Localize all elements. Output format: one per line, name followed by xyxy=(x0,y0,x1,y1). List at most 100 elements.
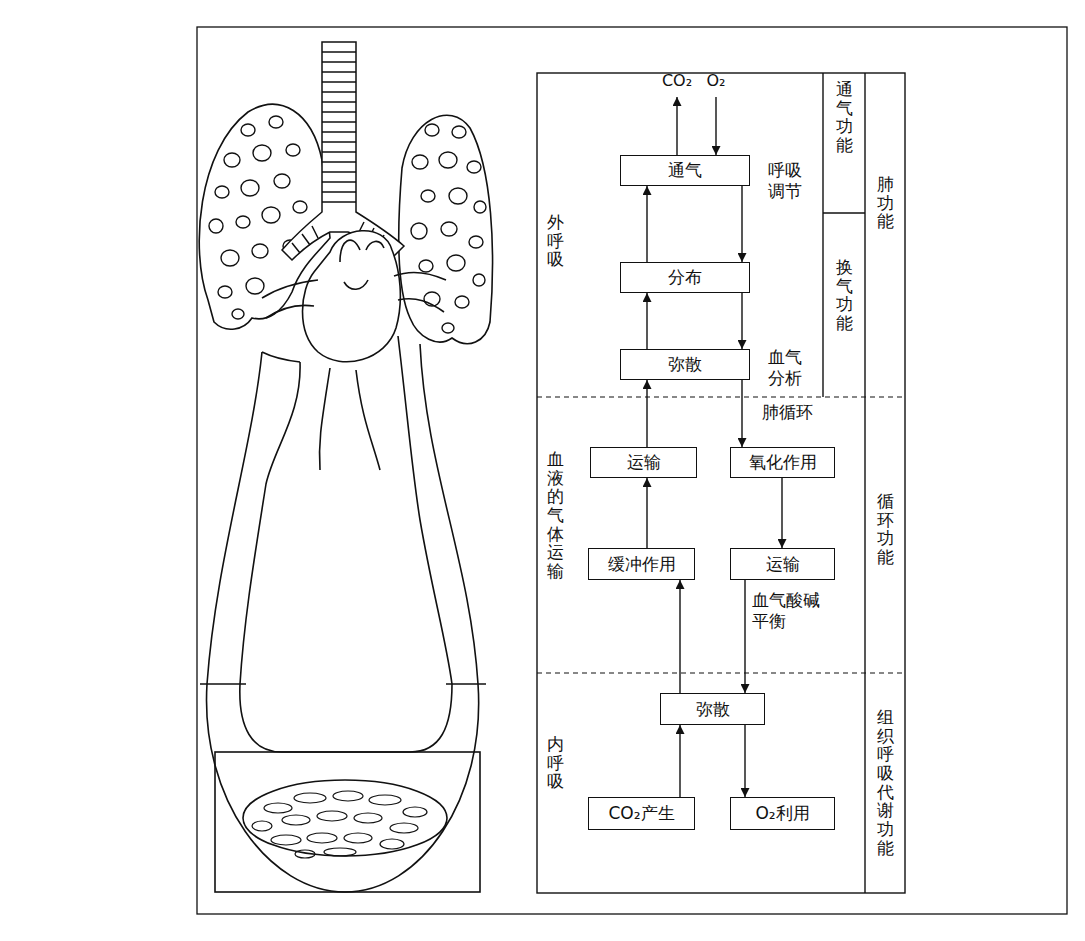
gas-arrows-part xyxy=(676,97,677,155)
capillary-bed-part-part xyxy=(282,815,310,825)
annotation-text: CO₂ xyxy=(657,71,697,91)
heart-and-vessels-part xyxy=(207,352,262,684)
box-text: 运输 xyxy=(627,452,661,472)
capillary-bed-part xyxy=(200,683,486,685)
capillary-bed-part-part xyxy=(369,795,401,805)
alveoli-part xyxy=(452,126,466,138)
heart-and-vessels-part xyxy=(262,352,300,362)
heart-and-vessels xyxy=(207,231,478,684)
alveoli-part xyxy=(411,223,427,239)
capillary-bed-part-part xyxy=(271,835,301,845)
section-boundaries-part xyxy=(537,672,905,673)
alveoli-part xyxy=(209,219,223,233)
section-label: 组织呼吸代谢功能 xyxy=(877,708,894,858)
heart-and-vessels-part xyxy=(240,362,300,684)
process-box: CO₂产生 xyxy=(588,797,695,830)
heart-and-vessels-part xyxy=(319,368,380,470)
process-box: 通气 xyxy=(620,155,750,186)
lungs-part xyxy=(399,115,493,343)
alveoli-part xyxy=(274,174,290,188)
alveoli-part xyxy=(241,180,259,196)
annotation-text: O₂ xyxy=(700,71,732,91)
section-label: 换气功能 xyxy=(836,258,853,333)
alveoli-part xyxy=(412,155,428,169)
flow-arrow xyxy=(679,725,680,797)
section-boundaries-part xyxy=(537,396,905,397)
alveoli-part xyxy=(442,323,454,333)
process-box: O₂利用 xyxy=(730,797,835,830)
capillary-bed-part-part xyxy=(307,833,337,843)
annotation-text: 肺循环 xyxy=(762,402,813,423)
box-text: 氧化作用 xyxy=(749,452,817,472)
process-box: 弥散 xyxy=(660,693,765,725)
heart-and-vessels-part xyxy=(262,273,446,318)
flow-arrow xyxy=(744,725,745,797)
section-label: 通气功能 xyxy=(836,80,853,155)
alveoli-part xyxy=(439,152,457,168)
capillary-bed-part-part xyxy=(354,813,382,823)
alveoli-part xyxy=(474,201,486,213)
capillary-bed-part-part xyxy=(333,791,363,801)
trachea xyxy=(282,42,404,260)
box-text: 弥散 xyxy=(696,699,730,719)
alveoli-part xyxy=(286,144,300,156)
alveoli-part xyxy=(469,236,483,248)
flow-arrow xyxy=(744,580,745,693)
alveoli-part xyxy=(215,186,229,198)
capillary-bed-part-part xyxy=(317,811,347,821)
box-text: 运输 xyxy=(766,554,800,574)
panel-lines-part xyxy=(537,73,905,893)
alveoli-part xyxy=(441,222,457,236)
process-box: 弥散 xyxy=(620,349,750,380)
flow-arrow xyxy=(646,186,647,262)
trachea-part xyxy=(292,52,384,253)
alveoli-part xyxy=(473,274,485,286)
gas-arrows-part xyxy=(715,97,716,155)
process-box: 运输 xyxy=(590,447,697,478)
box-text: 分布 xyxy=(668,267,702,287)
alveoli-part xyxy=(224,153,240,167)
gas-arrows xyxy=(677,97,716,155)
capillary-bed-part xyxy=(240,684,452,752)
alveoli-part xyxy=(447,255,465,271)
capillary-bed-part-part xyxy=(380,839,404,849)
alveoli-part xyxy=(425,124,439,136)
panel-lines xyxy=(537,73,905,893)
capillary-bed-part-part xyxy=(264,803,292,813)
heart-and-vessels-part xyxy=(340,240,384,289)
flow-arrow xyxy=(741,293,742,349)
flow-arrow xyxy=(741,380,742,447)
capillary-bed-part-part xyxy=(294,793,326,803)
heart-and-vessels-part xyxy=(420,344,478,684)
panel-lines-part xyxy=(864,73,865,893)
capillary-bed-part xyxy=(243,780,447,856)
box-text: 弥散 xyxy=(668,354,702,374)
section-boundaries xyxy=(537,397,905,673)
alveoli-part xyxy=(262,207,280,223)
section-label: 外呼吸 xyxy=(547,213,564,269)
alveoli-part xyxy=(232,309,244,319)
alveoli-part xyxy=(269,116,283,128)
alveoli-part xyxy=(236,216,250,228)
heart-and-vessels-part xyxy=(303,231,401,362)
alveoli-part xyxy=(419,260,433,272)
heart-and-vessels-part xyxy=(398,336,452,684)
panel-lines-part xyxy=(823,212,865,213)
section-label: 肺功能 xyxy=(877,175,894,231)
flow-arrow xyxy=(741,186,742,262)
capillary-bed-part-part xyxy=(344,833,372,843)
box-text: O₂利用 xyxy=(755,803,809,823)
section-label: 血液的气体运输 xyxy=(547,450,564,581)
alveoli-part xyxy=(467,161,481,173)
trachea-part xyxy=(282,42,404,260)
alveoli-part xyxy=(218,286,232,298)
flow-arrow xyxy=(679,580,680,693)
process-box: 运输 xyxy=(730,548,835,580)
capillary-bed-part-part xyxy=(252,821,272,831)
panel-lines-part xyxy=(822,73,823,397)
capillary-bed-part xyxy=(207,684,479,892)
alveoli-part xyxy=(246,278,264,294)
